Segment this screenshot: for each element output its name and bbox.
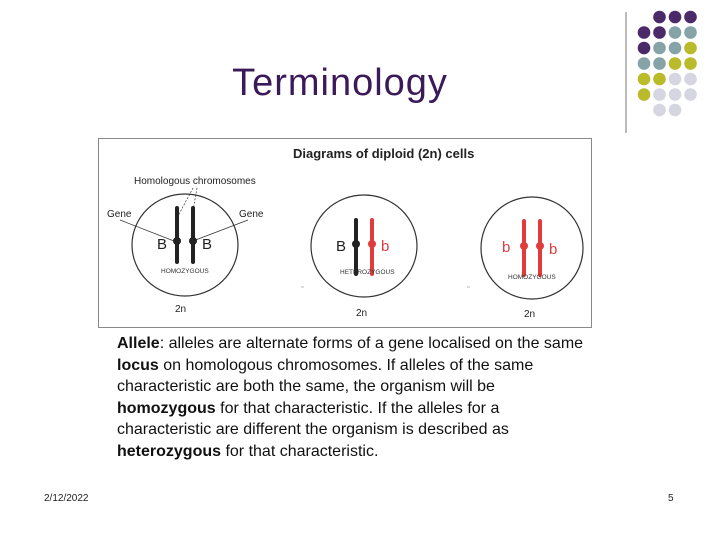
genotype-label: HETEROZYGOUS [340, 269, 395, 276]
definition-text-4: for that characteristic. [221, 442, 379, 460]
decorative-dot [637, 88, 651, 101]
decorative-dot [653, 88, 666, 101]
decorative-dot [684, 88, 697, 101]
decorative-dot [653, 41, 666, 55]
decorative-dot [684, 57, 697, 70]
decorative-dot [637, 72, 651, 86]
allele-left: b [502, 239, 510, 256]
diagram-title: Diagrams of diploid (2n) cells [293, 146, 474, 161]
decorative-dot [668, 88, 682, 101]
gene-label-right: Gene [239, 209, 264, 220]
term-locus: locus [117, 356, 159, 374]
decorative-dot [668, 57, 682, 70]
diploid-cells-diagram: Diagrams of diploid (2n) cells Homologou… [98, 138, 592, 328]
allele-right: b [381, 238, 389, 255]
decorative-dot [668, 10, 682, 24]
chromosome-left [175, 206, 179, 264]
decorative-dot [668, 72, 682, 86]
decorative-dot [637, 41, 651, 55]
decorative-dot [637, 26, 651, 39]
centromere-left [520, 242, 528, 250]
decorative-dot [668, 103, 682, 117]
centromere-left [173, 237, 181, 245]
allele-left: B [157, 236, 167, 253]
term-allele: Allele [117, 335, 160, 352]
centromere-left [352, 240, 360, 248]
definition-text-3: for that characteristic. If the alleles … [117, 399, 509, 439]
centromere-right [536, 242, 544, 250]
decorative-dot [653, 10, 666, 24]
gene-label-left: Gene [107, 209, 132, 220]
homologous-pointer-left [177, 187, 194, 217]
slide-title: Terminology [232, 62, 448, 104]
decorative-dot [668, 41, 682, 55]
slide-date: 2/12/2022 [44, 493, 89, 504]
decorative-dot [653, 26, 666, 39]
decorative-dot [684, 41, 697, 55]
cell-membrane [480, 196, 584, 300]
ploidy-label: 2n [524, 309, 535, 320]
ploidy-label: 2n [175, 304, 186, 315]
decorative-dot [684, 72, 697, 86]
centromere-right [189, 237, 197, 245]
slide-number: 5 [668, 493, 674, 504]
gene-pointer-left [119, 219, 175, 242]
decorative-dot [637, 57, 651, 70]
decorative-dot-grid [625, 10, 697, 133]
decorative-dot [653, 103, 666, 117]
allele-definition-paragraph: Allele: alleles are alternate forms of a… [117, 333, 587, 462]
ploidy-label: 2n [356, 308, 367, 319]
allele-right: b [549, 241, 557, 258]
genotype-label: HOMOZYGOUS [508, 274, 556, 281]
decorative-dot [684, 26, 697, 39]
homologous-pointer-right [191, 187, 198, 217]
gene-pointer-right [192, 219, 249, 242]
cell-membrane [131, 193, 239, 297]
allele-left: B [336, 238, 346, 255]
cell-membrane [310, 194, 418, 298]
decorative-dot [653, 72, 666, 86]
decorative-dot [684, 10, 697, 24]
definition-text-2: on homologous chromosomes. If alleles of… [117, 356, 534, 396]
term-heterozygous: heterozygous [117, 442, 222, 460]
cell-homozygous-dominant: B B HOMOZYGOUS 2n [131, 193, 239, 315]
homologous-chromosomes-label: Homologous chromosomes [134, 176, 256, 187]
term-homozygous: homozygous [117, 399, 216, 417]
chromosome-right [191, 206, 195, 264]
cell-heterozygous: B b HETEROZYGOUS 2n [310, 194, 418, 319]
centromere-right [368, 240, 376, 248]
allele-right: B [202, 236, 212, 253]
decorative-dot [668, 26, 682, 39]
definition-text-1: : alleles are alternate forms of a gene … [159, 335, 584, 352]
cell-homozygous-recessive: b b HOMOZYGOUS 2n [480, 196, 584, 320]
decorative-dot [653, 57, 666, 70]
diagram-frame [98, 138, 592, 328]
genotype-label: HOMOZYGOUS [161, 268, 209, 275]
